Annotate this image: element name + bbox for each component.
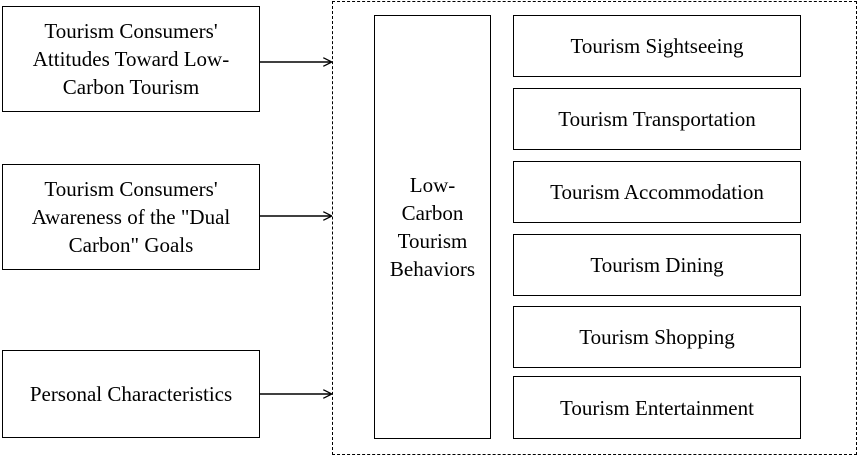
behavior-box-dining: Tourism Dining bbox=[513, 234, 801, 296]
behavior-box-shopping: Tourism Shopping bbox=[513, 306, 801, 368]
factor-text-personal: Personal Characteristics bbox=[30, 380, 232, 408]
behavior-box-sightseeing: Tourism Sightseeing bbox=[513, 15, 801, 77]
behavior-box-accommodation: Tourism Accommodation bbox=[513, 161, 801, 223]
factor-text-awareness: Tourism Consumers' Awareness of the "Dua… bbox=[32, 175, 231, 259]
behavior-label: Tourism Shopping bbox=[579, 325, 735, 349]
center-line: Low- bbox=[409, 173, 456, 197]
behavior-label: Tourism Accommodation bbox=[550, 180, 764, 204]
behavior-label: Tourism Entertainment bbox=[560, 395, 754, 420]
factor-line: Tourism Consumers' bbox=[44, 19, 218, 43]
factor-box-awareness: Tourism Consumers' Awareness of the "Dua… bbox=[2, 164, 260, 270]
center-text: Low- Carbon Tourism Behaviors bbox=[390, 171, 475, 283]
behavior-box-transportation: Tourism Transportation bbox=[513, 88, 801, 150]
center-line: Tourism bbox=[397, 229, 468, 253]
center-line: Behaviors bbox=[389, 257, 476, 281]
factor-line: Awareness of the "Dual bbox=[31, 205, 231, 229]
factor-text-attitudes: Tourism Consumers' Attitudes Toward Low-… bbox=[33, 17, 229, 101]
factor-box-attitudes: Tourism Consumers' Attitudes Toward Low-… bbox=[2, 6, 260, 112]
factor-line: Carbon Tourism bbox=[62, 75, 200, 99]
factor-line: Carbon" Goals bbox=[68, 233, 194, 257]
behavior-label: Tourism Dining bbox=[590, 253, 724, 277]
center-box-low-carbon-behaviors: Low- Carbon Tourism Behaviors bbox=[374, 15, 491, 439]
behavior-label: Tourism Transportation bbox=[558, 107, 756, 131]
behavior-label: Tourism Sightseeing bbox=[570, 34, 744, 58]
factor-line: Personal Characteristics bbox=[29, 382, 233, 406]
behavior-box-entertainment: Tourism Entertainment bbox=[513, 376, 801, 439]
center-line: Carbon bbox=[401, 201, 464, 225]
factor-box-personal: Personal Characteristics bbox=[2, 350, 260, 438]
factor-line: Attitudes Toward Low- bbox=[32, 47, 230, 71]
factor-line: Tourism Consumers' bbox=[44, 177, 218, 201]
behavior-group-frame bbox=[332, 1, 857, 455]
